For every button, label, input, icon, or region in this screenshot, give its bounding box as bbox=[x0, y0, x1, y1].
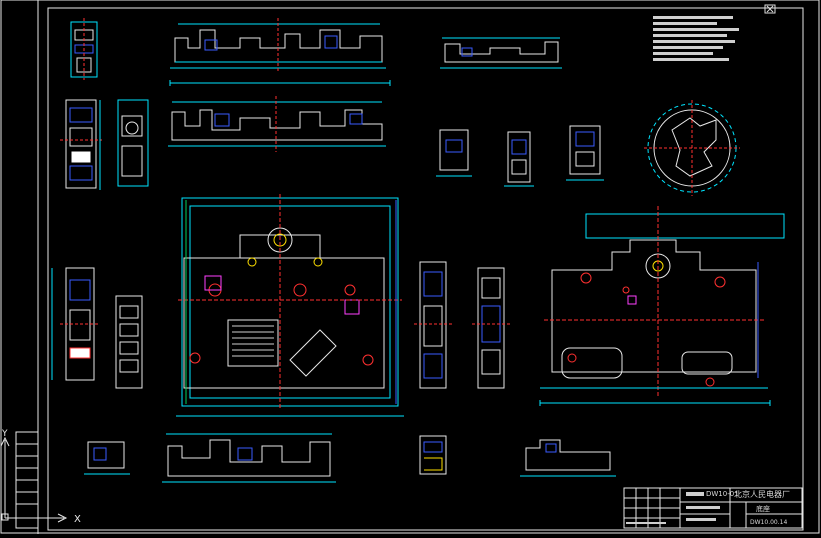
title-block-code: DW10-01 bbox=[706, 490, 739, 498]
view-side-section-right-1 bbox=[414, 261, 452, 389]
view-bottom-right bbox=[520, 439, 616, 477]
view-side-section-right-2 bbox=[472, 267, 510, 389]
technical-notes-block bbox=[653, 16, 739, 61]
view-bottom-long bbox=[162, 433, 336, 483]
view-small-profile-2 bbox=[117, 99, 149, 187]
view-main-plan bbox=[178, 194, 402, 410]
ucs-y-label: Y bbox=[1, 429, 8, 439]
view-detail-b bbox=[504, 131, 534, 187]
title-block bbox=[623, 487, 803, 529]
title-block-drawing-name: 底座 bbox=[756, 504, 770, 513]
ucs-icon bbox=[0, 436, 68, 523]
view-left-vertical-section bbox=[60, 99, 102, 190]
title-block-drawing-number: DW10.00.14 bbox=[750, 519, 787, 526]
view-top-left-section bbox=[70, 18, 98, 80]
close-icon[interactable] bbox=[764, 4, 776, 14]
view-bottom-1 bbox=[84, 441, 130, 475]
title-block-fill-marks bbox=[626, 492, 720, 524]
view-bottom-detail bbox=[419, 435, 447, 475]
view-long-section-2 bbox=[168, 96, 386, 152]
title-block-company: 北京人民电器厂 bbox=[734, 489, 790, 499]
view-large-right bbox=[540, 206, 785, 396]
view-side-section-left-1 bbox=[51, 267, 100, 381]
left-margin-strip bbox=[15, 431, 39, 529]
dimension-ticks bbox=[169, 80, 771, 417]
view-detail-a bbox=[436, 129, 472, 177]
view-top-small-section bbox=[440, 37, 562, 69]
ucs-x-label: X bbox=[74, 514, 81, 525]
view-top-long-section-1 bbox=[170, 18, 386, 72]
view-side-section-left-2 bbox=[115, 295, 143, 389]
view-detail-c bbox=[566, 125, 604, 181]
view-circular-detail bbox=[644, 100, 740, 196]
